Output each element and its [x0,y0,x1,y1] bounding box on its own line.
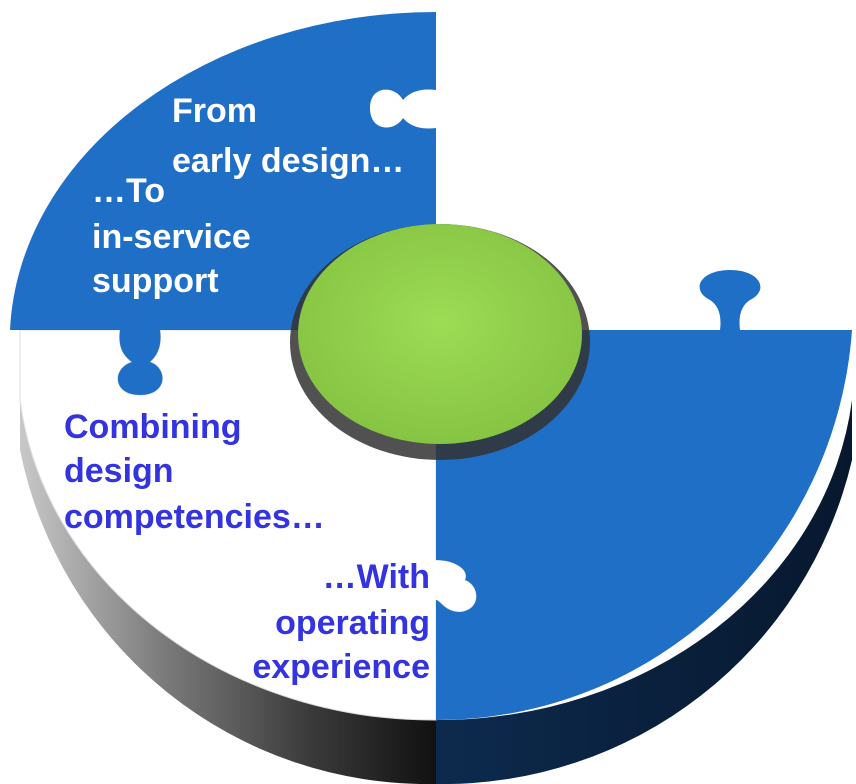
text-in-service: in-service [92,218,251,256]
green-hub [298,224,582,444]
rim-right [436,400,852,784]
text-experience: experience [252,648,430,686]
rim-left [20,400,436,784]
text-operating: operating [275,604,430,642]
text-from: From [172,92,257,130]
text-early-design: early design… [172,142,405,180]
text-to: …To [92,172,166,210]
text-competencies: competencies… [64,498,325,536]
text-design: design [64,452,174,490]
text-with: …With [322,558,430,596]
text-support: support [92,262,219,300]
text-combining: Combining [64,408,242,446]
